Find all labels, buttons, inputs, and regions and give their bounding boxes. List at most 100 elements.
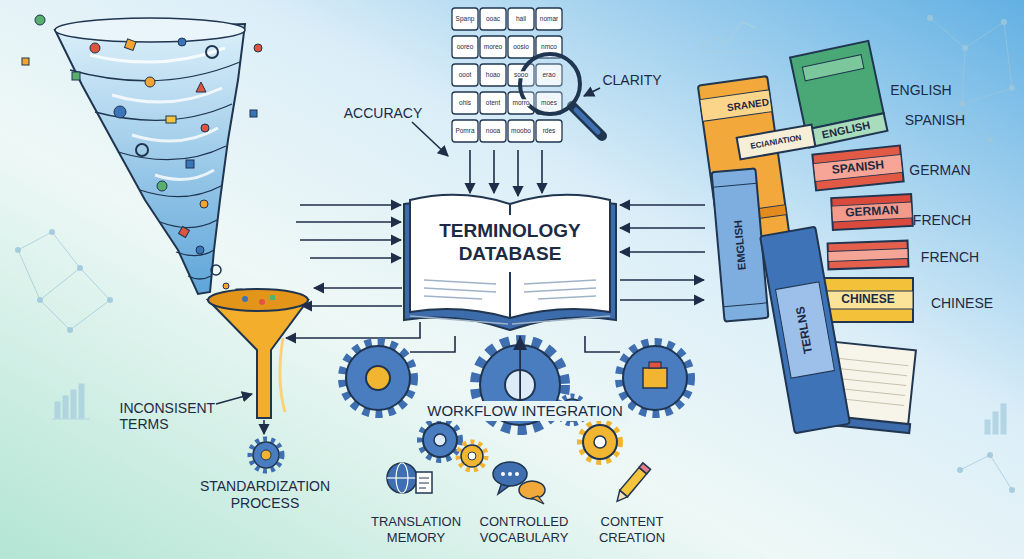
icon-caption: CONTROLLED VOCABULARY bbox=[472, 514, 576, 545]
table-cell: nomar bbox=[540, 15, 558, 22]
speech-bubble-icon bbox=[493, 462, 545, 504]
term-particle bbox=[250, 110, 257, 117]
tornado-illustration bbox=[90, 48, 225, 179]
book-illustration bbox=[698, 41, 918, 434]
gear-icon bbox=[649, 362, 661, 368]
flow-line bbox=[620, 251, 705, 253]
network-dot bbox=[959, 101, 965, 107]
speech-bubble-icon bbox=[515, 472, 519, 476]
book-illustration bbox=[737, 125, 816, 160]
flow-line bbox=[620, 227, 705, 229]
term-particle bbox=[196, 82, 206, 92]
chart-decor bbox=[79, 384, 84, 418]
book-illustration bbox=[712, 168, 769, 321]
leader-arrow bbox=[517, 150, 519, 196]
gear-icon bbox=[619, 342, 691, 414]
network-decor bbox=[960, 455, 1012, 490]
gear-icon bbox=[458, 442, 486, 470]
book-pages bbox=[410, 195, 610, 318]
network-dot bbox=[1001, 19, 1007, 25]
book-line bbox=[524, 280, 596, 284]
book-spine-text: CHINESE bbox=[841, 293, 894, 307]
term-particle bbox=[254, 44, 262, 52]
term-grid bbox=[480, 120, 506, 142]
term-grid bbox=[508, 36, 534, 58]
book-illustration bbox=[713, 183, 757, 187]
leader-arrow bbox=[216, 394, 252, 404]
leader-arrow bbox=[469, 150, 471, 193]
network-decor bbox=[18, 232, 80, 300]
gear-icon bbox=[423, 423, 457, 457]
network-dot bbox=[987, 137, 993, 143]
globe-icon bbox=[419, 483, 429, 484]
term-particle bbox=[211, 265, 221, 275]
node-text: STANDARDIZATION PROCESS bbox=[192, 478, 338, 512]
leader-arrow bbox=[541, 150, 543, 193]
leader-arrow bbox=[263, 420, 265, 434]
table-cell: sooo bbox=[514, 71, 528, 78]
gear-icon bbox=[643, 368, 667, 388]
chart-decor bbox=[1001, 404, 1006, 434]
tornado-illustration bbox=[55, 24, 245, 294]
book-spine-text: GERMAN bbox=[845, 204, 899, 221]
globe-icon bbox=[419, 478, 429, 479]
term-particle bbox=[136, 144, 148, 156]
funnel-illustration bbox=[208, 289, 308, 418]
term-grid bbox=[480, 36, 506, 58]
network-dot bbox=[957, 467, 963, 473]
network-decor bbox=[962, 104, 990, 140]
network-dot bbox=[962, 45, 968, 51]
tornado-illustration bbox=[155, 170, 214, 179]
network-dot bbox=[37, 297, 43, 303]
gear-icon bbox=[346, 346, 410, 410]
leader-arrow bbox=[493, 150, 495, 193]
term-grid bbox=[480, 64, 506, 86]
term-grid bbox=[508, 120, 534, 142]
table-cell: ohis bbox=[459, 99, 471, 106]
tornado-illustration bbox=[140, 186, 221, 197]
network-dot bbox=[927, 15, 933, 21]
gear-icon bbox=[342, 342, 414, 414]
term-particle bbox=[223, 283, 229, 289]
table-cell: ooot bbox=[459, 71, 472, 78]
table-cell: Spanp bbox=[456, 15, 475, 22]
gear-icon bbox=[594, 436, 606, 448]
term-grid bbox=[480, 92, 506, 114]
node-text: WORKFLOW INTEGRATION bbox=[427, 402, 623, 420]
term-particle bbox=[22, 58, 29, 65]
gear-icon bbox=[420, 420, 460, 460]
process-caption: STANDARDIZATION PROCESS bbox=[190, 478, 340, 512]
language-label: SPANISH bbox=[905, 112, 965, 128]
magnifier-icon bbox=[572, 106, 602, 136]
callout-label: ACCURACY bbox=[344, 105, 423, 121]
chart-decor bbox=[700, 22, 756, 48]
speech-bubble-icon bbox=[501, 472, 505, 476]
globe-icon bbox=[387, 463, 417, 493]
term-grid bbox=[452, 8, 478, 30]
gear-icon bbox=[420, 420, 460, 460]
book-illustration bbox=[760, 227, 850, 434]
chart-decor bbox=[698, 52, 760, 53]
term-particle bbox=[166, 116, 176, 123]
globe-icon bbox=[387, 463, 432, 493]
term-particle bbox=[90, 43, 100, 53]
book-line bbox=[509, 205, 511, 215]
node-text: TERMINOLOGY DATABASE bbox=[416, 220, 604, 266]
gear-icon bbox=[619, 342, 691, 414]
database-book: TERMINOLOGY DATABASE bbox=[402, 188, 618, 336]
table-cell: moes bbox=[541, 99, 557, 106]
tornado-illustration bbox=[70, 62, 240, 279]
tornado-illustration bbox=[176, 250, 214, 256]
book-illustration bbox=[828, 249, 908, 262]
table-cell: oosio bbox=[513, 43, 529, 50]
flow-line bbox=[300, 239, 401, 241]
tornado-illustration bbox=[118, 146, 226, 160]
term-grid bbox=[508, 8, 534, 30]
term-particle bbox=[125, 39, 137, 51]
chart-decor bbox=[63, 396, 68, 418]
globe-icon bbox=[416, 472, 432, 493]
tornado-illustration bbox=[70, 62, 240, 81]
globe-icon bbox=[419, 488, 426, 489]
icon-caption: CONTENT CREATION bbox=[588, 514, 676, 545]
node-text: CONTENT CREATION bbox=[590, 514, 674, 545]
